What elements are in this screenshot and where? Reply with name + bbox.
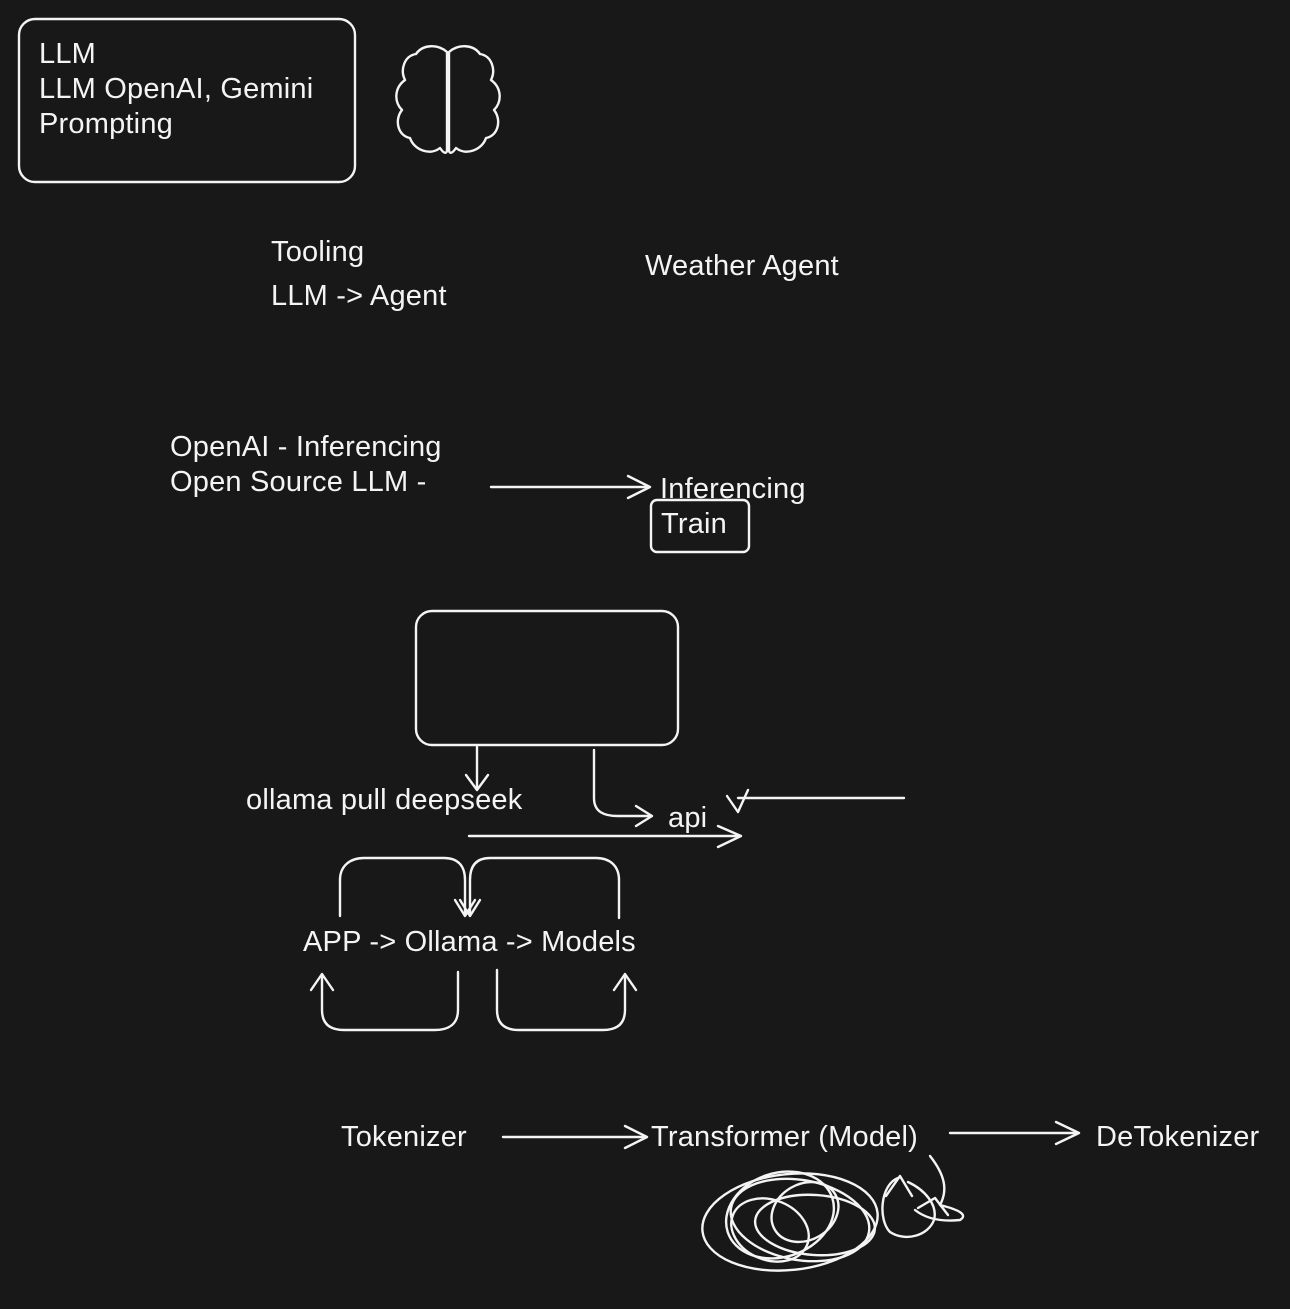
loop-top-left	[338, 856, 477, 918]
tooling-label: Tooling	[271, 236, 365, 268]
loop-bottom-right	[495, 968, 638, 1032]
brain-icon	[395, 45, 501, 154]
inferencing-label: Inferencing	[660, 473, 806, 505]
arrow-box-to-pull	[464, 745, 490, 792]
app-ollama-models-label: APP -> Ollama -> Models	[303, 926, 636, 958]
empty-box	[414, 609, 680, 747]
openai-inferencing-label: OpenAI - Inferencing	[170, 431, 442, 463]
llm-box	[17, 17, 357, 184]
detokenizer-label: DeTokenizer	[1096, 1121, 1260, 1153]
llm-box-prompting: Prompting	[39, 108, 173, 140]
weather-agent-label: Weather Agent	[645, 250, 839, 282]
llm-box-providers: LLM OpenAI, Gemini	[39, 73, 314, 105]
transformer-label: Transformer (Model)	[651, 1121, 918, 1153]
arrow-pull-to-api	[467, 824, 743, 849]
llm-box-title: LLM	[39, 38, 97, 70]
tokenizer-label: Tokenizer	[341, 1121, 467, 1153]
api-label: api	[668, 802, 708, 834]
train-box	[649, 498, 751, 554]
arrow-tokenizer-to-transformer	[501, 1124, 649, 1150]
arrow-box-to-api	[592, 748, 654, 828]
ollama-pull-label: ollama pull deepseek	[246, 784, 523, 816]
loop-bottom-left	[309, 970, 460, 1032]
scribble-transformer	[701, 1154, 965, 1272]
llm-agent-label: LLM -> Agent	[271, 280, 447, 312]
train-label: Train	[661, 508, 727, 540]
arrow-right-to-api	[725, 788, 906, 814]
arrow-opensource-to-inferencing	[489, 474, 652, 500]
open-source-llm-label: Open Source LLM -	[170, 466, 427, 498]
arrow-transformer-to-detokenizer	[948, 1120, 1081, 1146]
loop-top-right	[458, 856, 621, 920]
